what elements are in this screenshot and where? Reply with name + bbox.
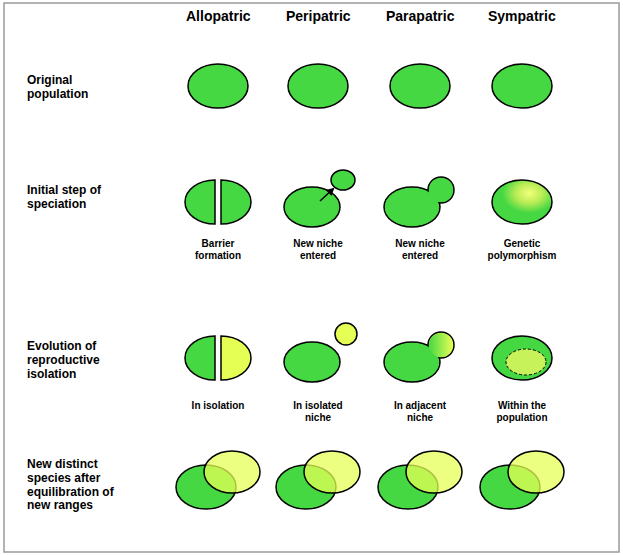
population <box>284 342 340 382</box>
column-header: Allopatric <box>186 8 251 24</box>
fill-join <box>429 333 453 357</box>
column-header: Sympatric <box>488 8 556 24</box>
new-species <box>176 451 564 509</box>
step-label: In isolated niche <box>282 400 354 423</box>
species-range <box>204 451 260 493</box>
column-header: Peripatric <box>286 8 351 24</box>
step-label: Barrier formation <box>182 238 254 261</box>
sub-population <box>506 349 546 375</box>
polymorphic-population <box>492 180 552 224</box>
column-header: Parapatric <box>386 8 454 24</box>
population <box>188 64 248 108</box>
fill-join <box>429 178 453 202</box>
step-label: Genetic polymorphism <box>484 238 560 261</box>
step-label: In adjacent niche <box>384 400 456 423</box>
row-label: Original population <box>27 74 99 102</box>
step-label: New niche entered <box>282 238 354 261</box>
isolation-step <box>185 323 552 382</box>
half-population <box>221 180 251 224</box>
half-population <box>221 336 251 380</box>
population <box>390 64 450 108</box>
row-label: Initial step of speciation <box>27 184 123 212</box>
population <box>492 336 552 380</box>
population <box>284 187 340 227</box>
new-niche <box>331 170 355 190</box>
half-population <box>185 336 215 380</box>
species-range <box>304 451 360 493</box>
frame <box>4 3 619 552</box>
original-population <box>188 64 552 108</box>
isolated-niche <box>335 323 357 345</box>
migration-arrow <box>320 189 333 201</box>
row-label: Evolution of reproductive isolation <box>27 340 123 381</box>
step-label: Within the population <box>484 400 560 423</box>
half-population <box>185 180 215 224</box>
step-label: In isolation <box>182 400 254 412</box>
population <box>288 64 348 108</box>
species-range <box>406 451 462 493</box>
population <box>492 64 552 108</box>
step-label: New niche entered <box>384 238 456 261</box>
species-range <box>508 451 564 493</box>
initial-step <box>185 170 552 227</box>
row-label: New distinct species after equilibration… <box>27 458 119 513</box>
